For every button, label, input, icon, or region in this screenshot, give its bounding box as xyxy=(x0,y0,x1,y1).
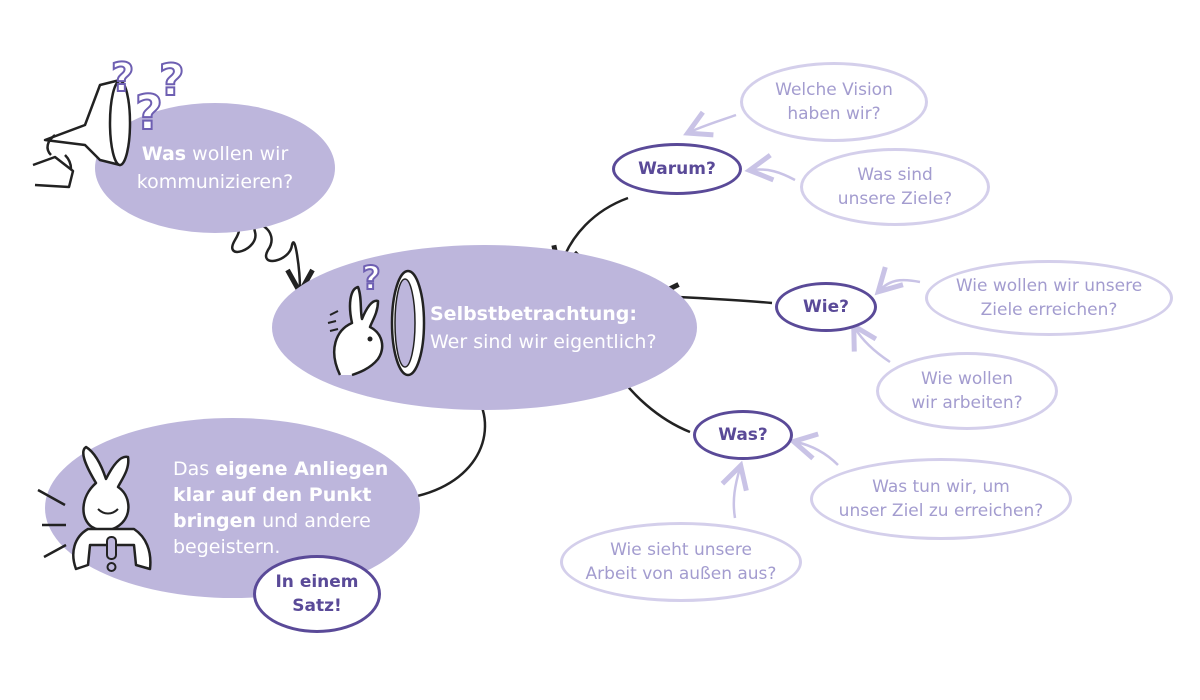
question-vision: Welche Vision haben wir? xyxy=(740,62,928,142)
one-sentence-line1: In einem xyxy=(275,572,359,592)
center-subtitle: Wer sind wir eigentlich? xyxy=(430,330,657,353)
question-what-do: Was tun wir, um unser Ziel zu erreichen? xyxy=(810,458,1072,540)
key-question-why: Warum? xyxy=(612,143,742,195)
svg-text:?: ? xyxy=(362,259,381,297)
arrow-outside-to-what xyxy=(734,468,740,519)
question-do-line2: unser Ziel zu erreichen? xyxy=(838,501,1044,521)
question-outside-line1: Wie sieht unsere xyxy=(610,540,752,560)
communicate-bold: Was xyxy=(141,143,187,165)
question-do-line1: Was tun wir, um xyxy=(872,477,1010,497)
rabbit-mirror-icon: ? xyxy=(327,258,426,377)
result-l4: begeistern. xyxy=(173,536,281,558)
center-title: Selbstbetrachtung: xyxy=(430,302,637,325)
question-how-work: Wie wollen wir arbeiten? xyxy=(876,352,1058,430)
result-text: Das eigene Anliegen klar auf den Punkt b… xyxy=(173,456,388,560)
one-sentence-line2: Satz! xyxy=(292,596,342,616)
one-sentence-badge: In einem Satz! xyxy=(253,555,381,633)
question-work-line2: wir arbeiten? xyxy=(911,393,1023,413)
megaphone-icon xyxy=(32,78,132,189)
svg-text:?: ? xyxy=(111,55,134,101)
arrow-goals-to-why xyxy=(752,169,796,180)
question-vision-line1: Welche Vision xyxy=(775,80,893,100)
key-question-what: Was? xyxy=(693,410,793,460)
arrow-work-to-how xyxy=(855,328,891,364)
communicate-blob: Was wollen wir kommunizieren? xyxy=(95,103,335,233)
svg-text:?: ? xyxy=(135,85,163,140)
question-marks-icon: ? ? ? xyxy=(110,54,186,140)
question-work-line1: Wie wollen xyxy=(920,369,1013,389)
key-question-how: Wie? xyxy=(775,282,877,332)
result-l1-pre: Das xyxy=(173,458,216,480)
question-outside-view: Wie sieht unsere Arbeit von außen aus? xyxy=(560,522,802,602)
question-goals: Was sind unsere Ziele? xyxy=(800,148,990,226)
result-l3-bold: bringen xyxy=(173,510,257,532)
arrow-vision-to-why xyxy=(690,115,737,132)
question-reach-line1: Wie wollen wir unsere xyxy=(955,276,1143,296)
result-l1-bold: eigene Anliegen xyxy=(215,458,389,480)
question-goals-line2: unsere Ziele? xyxy=(837,189,953,209)
svg-text:?: ? xyxy=(159,55,185,106)
center-text: Selbstbetrachtung: Wer sind wir eigentli… xyxy=(430,300,657,356)
arrow-reach-to-how xyxy=(880,280,921,290)
communicate-line2: kommunizieren? xyxy=(136,171,294,193)
question-vision-line2: haben wir? xyxy=(787,104,881,124)
rabbit-exclamation-icon xyxy=(37,445,152,572)
question-goals-line1: Was sind xyxy=(857,165,933,185)
communicate-rest: wollen wir xyxy=(186,143,289,165)
question-reach-goals: Wie wollen wir unsere Ziele erreichen? xyxy=(925,260,1173,336)
communicate-text: Was wollen wir kommunizieren? xyxy=(137,140,293,196)
result-l2-bold: klar auf den Punkt xyxy=(173,484,372,506)
question-reach-line2: Ziele erreichen? xyxy=(980,300,1118,320)
result-l3-rest: und andere xyxy=(256,510,371,532)
arrow-do-to-what xyxy=(796,442,839,466)
question-outside-line2: Arbeit von außen aus? xyxy=(585,564,777,584)
